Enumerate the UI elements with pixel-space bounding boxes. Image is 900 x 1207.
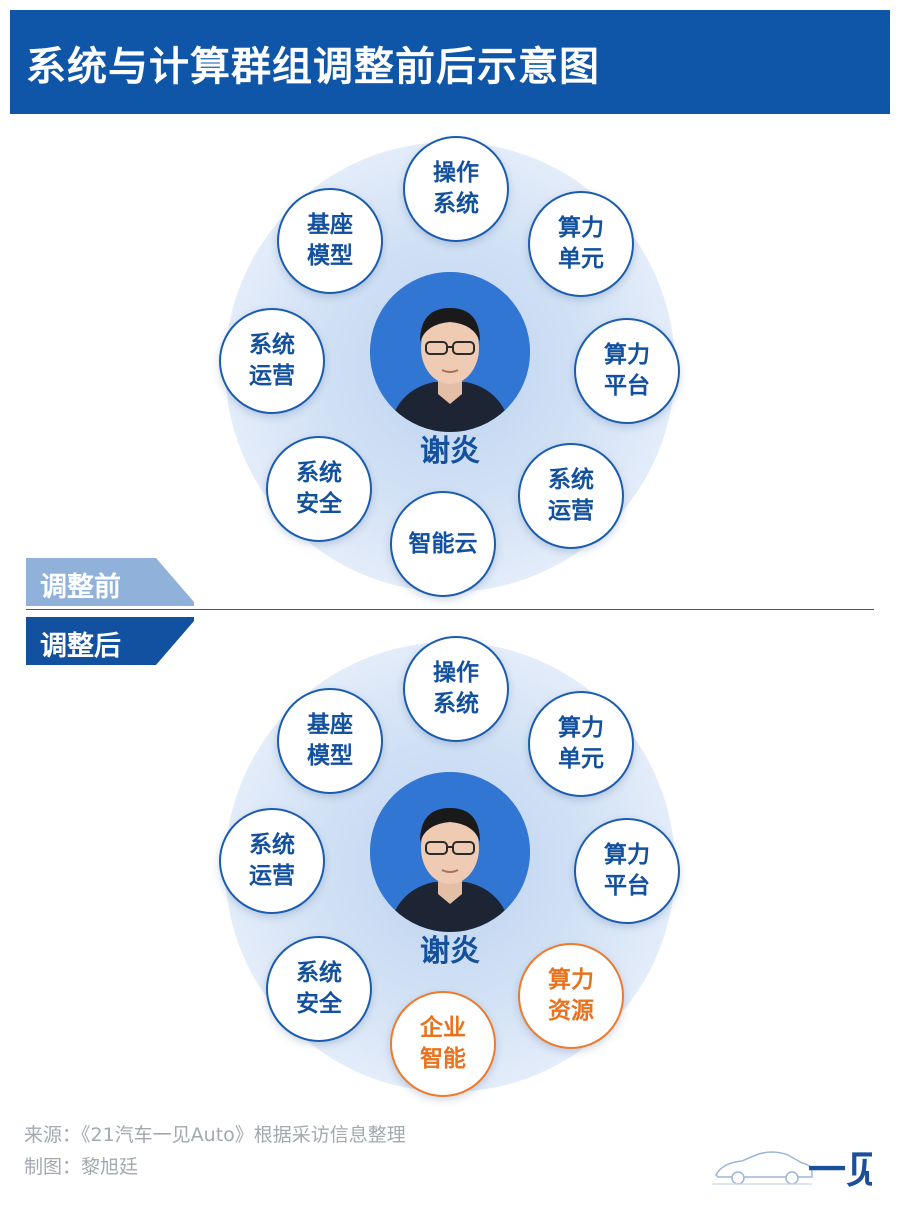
before-node-system-ops-left: 系统 运营 (219, 308, 325, 414)
before-diagram: 操作 系统 算力 单元 算力 平台 系统 运营 智能云 系统 安全 系统 运营 … (0, 120, 900, 600)
credit-note: 制图：黎旭廷 (24, 1156, 139, 1178)
page-title: 系统与计算群组调整前后示意图 (26, 44, 600, 90)
after-node-base-model: 基座 模型 (277, 688, 383, 794)
section-divider (26, 609, 874, 610)
after-node-os: 操作 系统 (403, 636, 509, 742)
after-portrait (370, 772, 530, 932)
after-tab-shape (26, 617, 194, 665)
before-portrait (370, 272, 530, 432)
before-node-system-security: 系统 安全 (266, 436, 372, 542)
after-node-enterprise-ai: 企业 智能 (390, 991, 496, 1097)
source-note: 来源：《21汽车一见Auto》根据采访信息整理 (24, 1124, 406, 1146)
before-person-name: 谢炎 (420, 434, 480, 469)
person-photo-icon (370, 772, 530, 932)
car-logo-icon: 一见 (712, 1147, 884, 1192)
after-node-compute-platform: 算力 平台 (574, 818, 680, 924)
before-node-compute-platform: 算力 平台 (574, 318, 680, 424)
after-node-system-security: 系统 安全 (266, 936, 372, 1042)
after-diagram: 操作 系统 算力 单元 算力 平台 算力 资源 企业 智能 系统 安全 系统 运… (0, 620, 900, 1100)
after-tab-label: 调整后 (40, 631, 121, 662)
before-tab-shape (26, 558, 194, 606)
before-node-os: 操作 系统 (403, 136, 509, 242)
brand-logo: 一见 (712, 1135, 884, 1195)
title-banner: 系统与计算群组调整前后示意图 (10, 10, 890, 114)
logo-text: 一见 (808, 1147, 872, 1192)
before-tab-label: 调整前 (40, 572, 121, 603)
after-person-name: 谢炎 (420, 934, 480, 969)
before-node-compute-unit: 算力 单元 (528, 191, 634, 297)
before-node-smart-cloud: 智能云 (390, 491, 496, 597)
after-section-tab: 调整后 (26, 617, 196, 665)
after-node-system-ops: 系统 运营 (219, 808, 325, 914)
after-node-compute-resources: 算力 资源 (518, 943, 624, 1049)
person-photo-icon (370, 272, 530, 432)
before-node-system-ops-right: 系统 运营 (518, 443, 624, 549)
before-section-tab: 调整前 (26, 558, 196, 606)
before-node-base-model: 基座 模型 (277, 188, 383, 294)
after-node-compute-unit: 算力 单元 (528, 691, 634, 797)
